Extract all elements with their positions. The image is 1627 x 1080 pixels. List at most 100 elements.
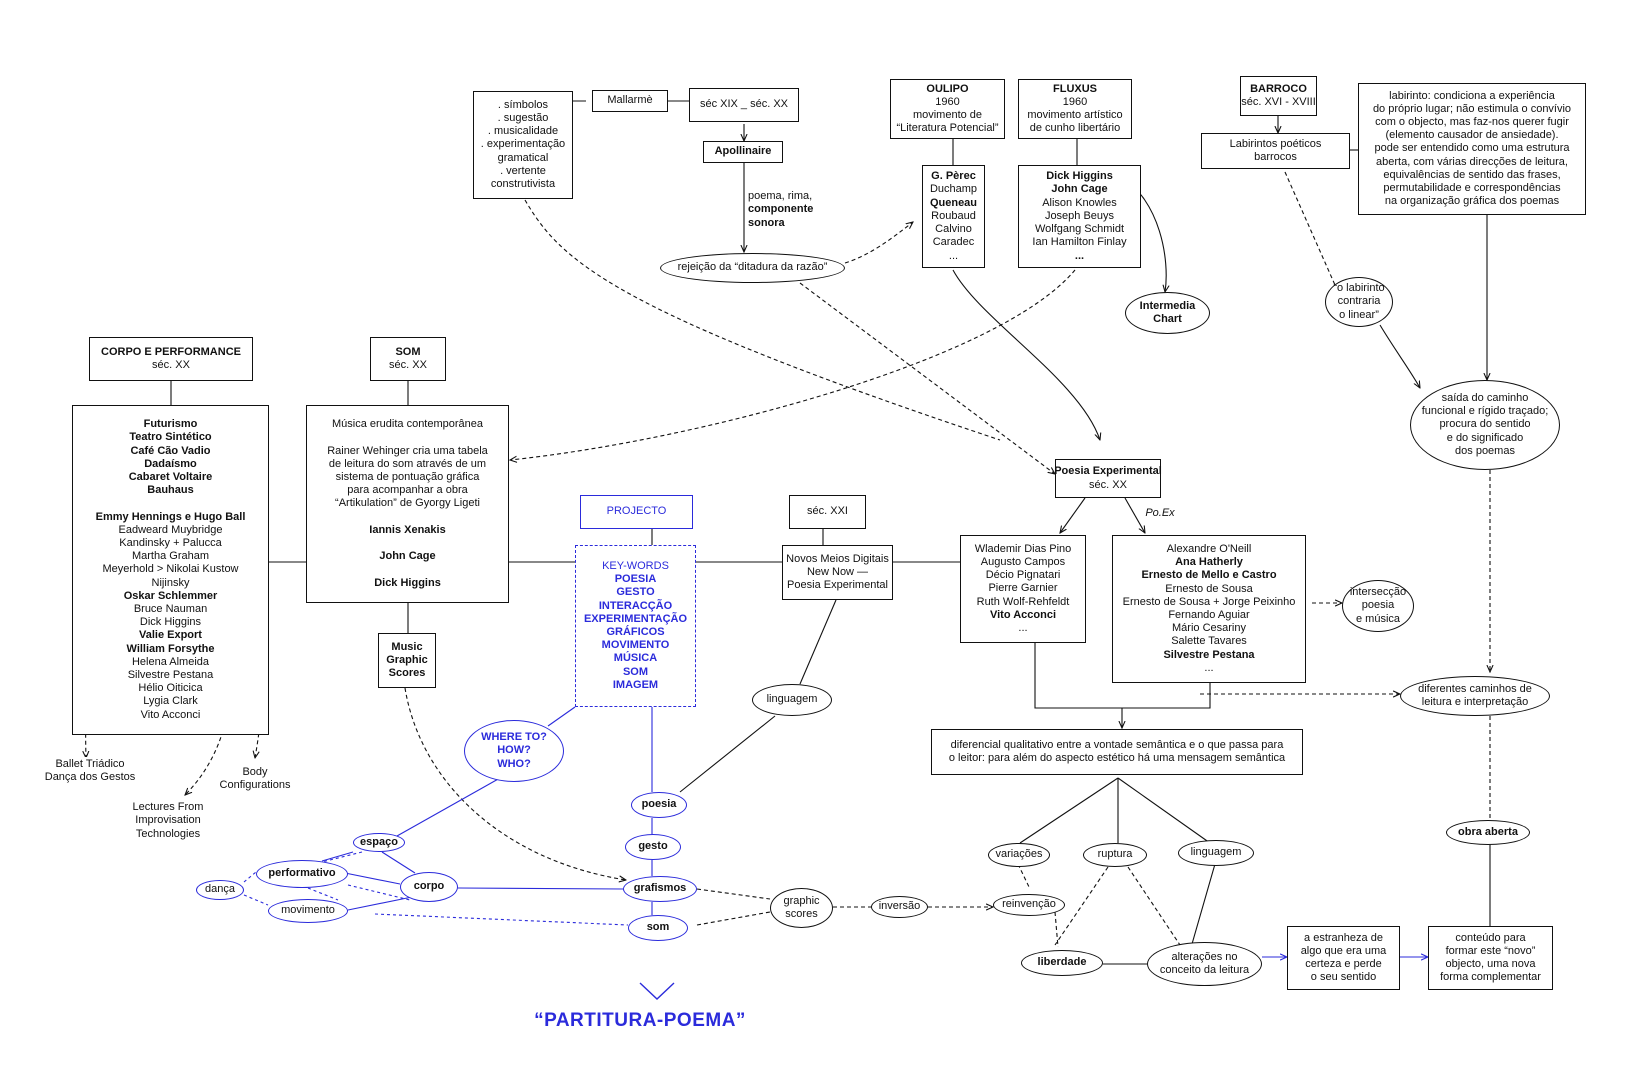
- perec-line: Queneau: [929, 196, 978, 209]
- diferencial-line: o leitor: para além do aspecto estético …: [948, 752, 1286, 764]
- poesia-oval: poesia: [631, 792, 687, 818]
- futurismo-line: Lygia Clark: [143, 695, 198, 708]
- musica-erudita-line: Dick Higgins: [374, 576, 441, 589]
- wlademir-line: Ruth Wolf-Rehfeldt: [976, 595, 1070, 608]
- futurismo-line: Futurismo: [143, 418, 198, 431]
- saida-line: e do significado: [1446, 431, 1524, 444]
- musica-erudita-line: Rainer Wehinger cria uma tabela: [327, 444, 488, 457]
- higgins-line: Wolfgang Schmidt: [1034, 223, 1125, 236]
- liberdade-oval: liberdade: [1021, 950, 1103, 976]
- alexandre-line: Ernesto de Sousa: [1165, 582, 1253, 595]
- poesia-line: poesia: [641, 798, 677, 811]
- inversao-line: inversão: [878, 900, 921, 913]
- edge-ruptura-alteracoes: [1127, 866, 1181, 946]
- edge-corpo-grafismos: [457, 887, 624, 890]
- keywords-line: KEY-WORDS: [602, 559, 669, 572]
- perec-line: Caradec: [932, 236, 975, 249]
- labirinto-desc-line: na organização gráfica dos poemas: [1384, 195, 1560, 208]
- secxxi-line: séc. XXI: [807, 505, 848, 518]
- espaco-line: espaço: [360, 835, 398, 848]
- labirinto-desc-line: aberta, com várias direcções de leitura,: [1376, 155, 1568, 168]
- musica-erudita-line: [406, 537, 409, 550]
- oulipo-line: 1960: [935, 95, 960, 108]
- grafismos-line: grafismos: [633, 882, 687, 895]
- edge-labirintos-olabirinto: [1284, 171, 1336, 286]
- barroco-line: BARROCO: [1250, 82, 1307, 95]
- poesia-exp-line: Poesia Experimental: [1054, 465, 1162, 478]
- labirintos-line: barrocos: [1254, 151, 1297, 163]
- labirinto-desc-line: pode ser entendido como uma estrutura: [1374, 142, 1570, 155]
- diferencial-box: diferencial qualitativo entre a vontade …: [931, 729, 1303, 775]
- edge-scores-grafismos: [404, 687, 626, 880]
- simbolos-line: gramatical: [497, 151, 549, 164]
- labirintos-line: Labirintos poéticos: [1229, 137, 1322, 150]
- edge-dif-linguagem: [1117, 777, 1211, 844]
- wlademir-line: Pierre Garnier: [988, 582, 1058, 595]
- futurismo-line: Silvestre Pestana: [127, 669, 214, 682]
- higgins-line: Dick Higgins: [1046, 170, 1113, 183]
- edge-danca-performativo: [243, 871, 257, 883]
- som-line: som: [646, 921, 670, 934]
- estranheza-line: certeza e perde: [1305, 958, 1382, 970]
- edge-reinvencao-liberdade: [1054, 911, 1059, 948]
- keywords-line: INTERACÇÃO: [598, 599, 673, 612]
- barroco-line: séc. XVI - XVIII: [1241, 96, 1316, 108]
- edge-performativo-corpo: [339, 871, 401, 885]
- futurismo-line: Cabaret Voltaire: [128, 470, 213, 483]
- edge-corpo-movimento: [347, 896, 413, 911]
- wlademir-line: Décio Pignatari: [985, 569, 1061, 582]
- labirinto-desc-line: com o objecto, mas faz-nos querer fugir: [1375, 115, 1569, 128]
- edge-futurismo-body: [209, 635, 262, 758]
- simbolos-line: . símbolos: [497, 98, 549, 111]
- som-h-line: SOM: [395, 345, 421, 358]
- keywords-line: MOVIMENTO: [601, 639, 670, 652]
- ballet-line: Dança dos Gestos: [44, 771, 136, 783]
- novos-meios-line: Novos Meios Digitais: [786, 552, 889, 565]
- edge-poesiaexp-wlademir: [1060, 497, 1086, 533]
- rejeicao-oval: rejeição da “ditadura da razão”: [660, 253, 845, 283]
- conteudo-line: formar este “novo”: [1445, 944, 1536, 957]
- conteudo-line: objecto, uma nova: [1445, 958, 1536, 970]
- alteracoes-line: alterações no: [1171, 950, 1238, 963]
- movimento-oval: movimento: [268, 899, 348, 923]
- musica-erudita-line: sistema de pontuação gráfica: [335, 470, 480, 483]
- labirinto-desc-line: labirinto: condiciona a experiência: [1389, 89, 1555, 102]
- poesia-exp-line: séc. XX: [1089, 478, 1127, 491]
- poex-line: Po.Ex: [1145, 507, 1175, 520]
- projecto-line: PROJECTO: [606, 505, 667, 518]
- musica-erudita-line: de leitura do som através de um: [328, 457, 487, 470]
- edge-poesiaexp-alexandre: [1124, 497, 1145, 533]
- apollinaire-line: Apollinaire: [714, 145, 772, 158]
- fluxus-line: movimento artístico: [1027, 109, 1123, 121]
- poema-rima-line: sonora: [748, 216, 785, 229]
- edge-keywords-where: [547, 706, 576, 727]
- musica-erudita-line: para acompanhar a obra: [347, 484, 468, 497]
- higgins-line: ...: [1074, 249, 1085, 262]
- som-h-line: séc. XX: [389, 359, 427, 371]
- lectures-line: Technologies: [135, 827, 201, 840]
- estranheza-line: algo que era uma: [1300, 944, 1387, 957]
- linguagem1-line: linguagem: [766, 693, 818, 706]
- reinvencao-line: reinvenção: [1002, 898, 1056, 911]
- perec-line: Roubaud: [931, 209, 976, 222]
- projecto-box: PROJECTO: [580, 495, 693, 529]
- where-oval: WHERE TO?HOW?WHO?: [464, 720, 564, 782]
- futurismo-line: Eadweard Muybridge: [118, 523, 223, 536]
- perec-line: G. Pèrec: [931, 170, 976, 183]
- wlademir-line: Vito Acconci: [989, 608, 1057, 621]
- interseccao-line: poesia: [1361, 599, 1395, 612]
- music-scores-line: Scores: [388, 667, 426, 680]
- futurismo-line: Vito Acconci: [140, 708, 201, 721]
- edge-movimento-som: [374, 913, 629, 926]
- musica-erudita-line: Iannis Xenakis: [369, 523, 446, 536]
- body-config-line: Body: [242, 765, 268, 778]
